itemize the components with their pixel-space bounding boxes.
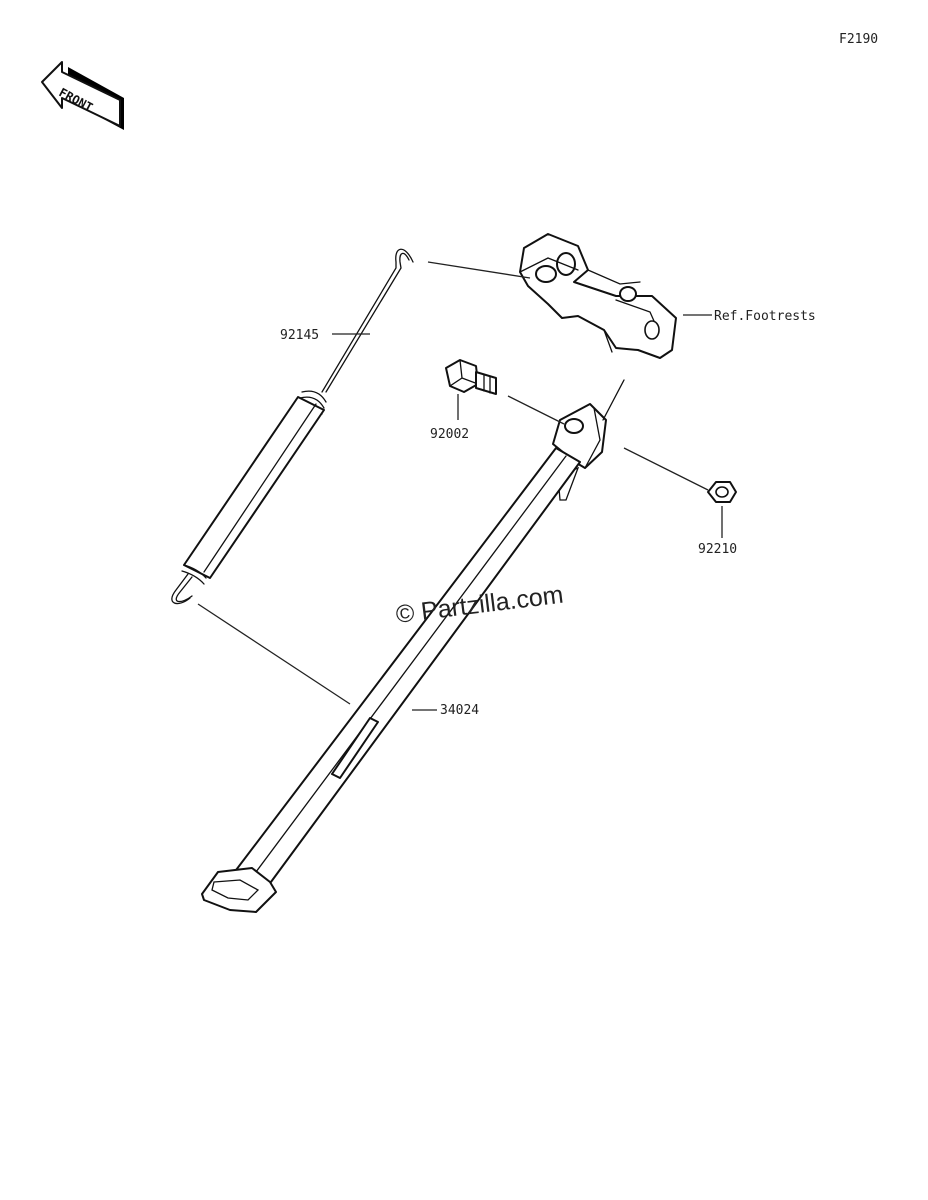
label-ref-footrests: Ref.Footrests <box>714 309 816 324</box>
label-34024: 34024 <box>440 703 479 718</box>
label-92145: 92145 <box>280 328 319 343</box>
front-arrow-icon: FRONT <box>41 61 124 130</box>
spring-92145 <box>171 248 414 605</box>
side-stand-34024 <box>201 379 625 913</box>
label-92002: 92002 <box>430 427 469 442</box>
nut-92210 <box>707 481 737 503</box>
label-92210: 92210 <box>698 542 737 557</box>
leader-lines <box>197 261 723 711</box>
diagram-code: F2190 <box>839 32 878 47</box>
bolt-92002 <box>445 359 497 395</box>
footrest-bracket <box>519 233 677 359</box>
